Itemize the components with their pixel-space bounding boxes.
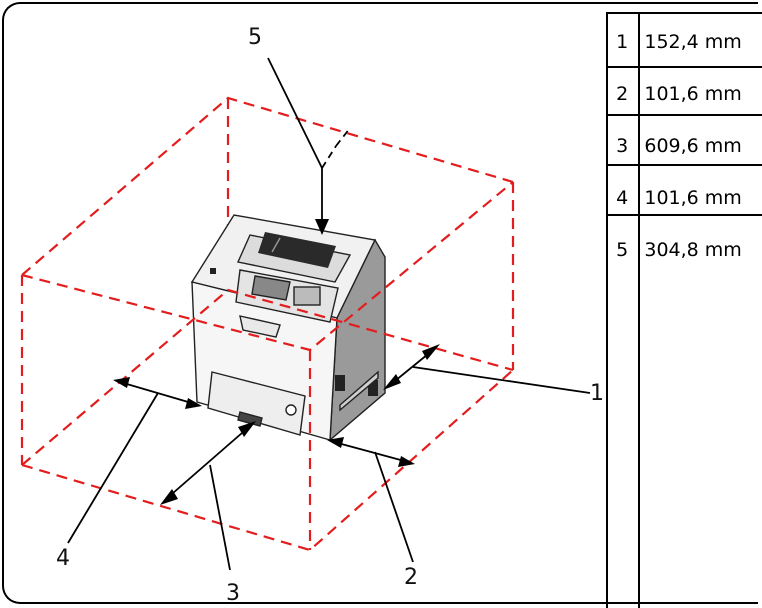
- legend-number: 1: [616, 31, 629, 53]
- dimension-arrows: [67, 57, 591, 571]
- clearance-box-front: [21, 181, 514, 552]
- legend-column-divider: [638, 12, 640, 608]
- legend-row-divider: [606, 214, 762, 216]
- legend-number: 4: [616, 187, 629, 209]
- callout-1: 1: [590, 381, 604, 406]
- legend-row-divider: [606, 66, 762, 68]
- legend-row: 2 101,6 mm: [608, 68, 762, 120]
- legend-row: 5 304,8 mm: [608, 224, 762, 276]
- legend-row: 3 609,6 mm: [608, 120, 762, 172]
- legend-number: 3: [616, 135, 629, 157]
- legend-table: 1 152,4 mm 2 101,6 mm 3 609,6 mm 4 101,6…: [608, 16, 762, 276]
- legend-value: 101,6 mm: [644, 187, 742, 209]
- legend-row-divider: [606, 164, 762, 166]
- clearance-box-back: [20, 96, 515, 465]
- callout-3: 3: [226, 581, 240, 606]
- legend-row: 4 101,6 mm: [608, 172, 762, 224]
- printer-illustration: [190, 214, 386, 442]
- legend-row: 1 152,4 mm: [608, 16, 762, 68]
- legend-value: 609,6 mm: [644, 135, 742, 157]
- legend-row-divider: [606, 114, 762, 116]
- callout-2: 2: [404, 565, 418, 590]
- legend-top-border: [606, 12, 762, 14]
- legend-number: 2: [616, 83, 629, 105]
- legend-left-border: [606, 12, 608, 608]
- callout-5: 5: [248, 25, 262, 50]
- legend-value: 101,6 mm: [644, 83, 742, 105]
- callout-4: 4: [56, 546, 70, 571]
- legend-value: 152,4 mm: [644, 31, 742, 53]
- legend-value: 304,8 mm: [644, 239, 742, 261]
- legend-number: 5: [616, 239, 629, 261]
